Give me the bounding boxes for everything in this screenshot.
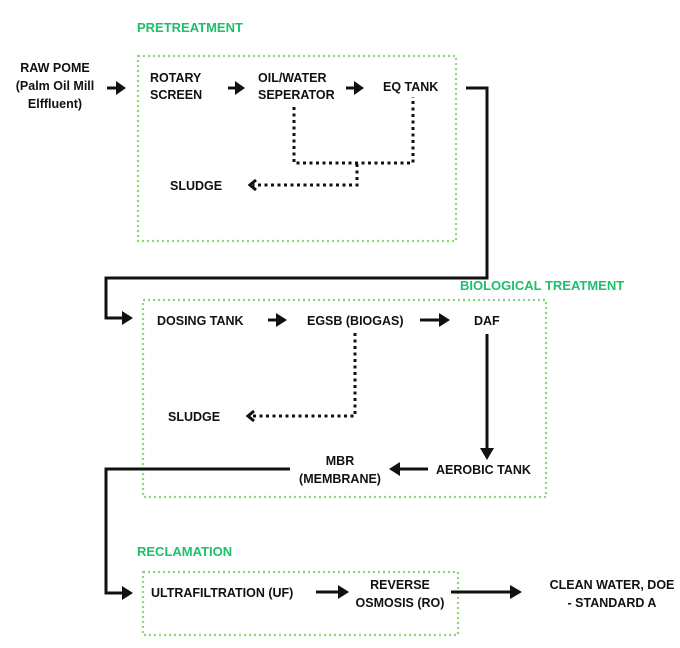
edge-egsb-to-sludge [245, 333, 357, 423]
edge-rotary-screen-to-oil-water-separator [228, 81, 245, 95]
arrowhead-down-icon [480, 448, 494, 460]
node-daf: DAF [474, 314, 500, 328]
node-sludge-biological: SLUDGE [168, 410, 220, 424]
edge-daf-to-aerobic-tank [480, 334, 494, 460]
node-raw-pome-line3: Elffluent) [28, 97, 82, 111]
node-eq-tank-label: EQ TANK [383, 80, 438, 94]
node-egsb-biogas: EGSB (BIOGAS) [307, 314, 404, 328]
edge-eq-tank-to-dosing-tank [104, 86, 489, 325]
node-rotary-screen: ROTARY SCREEN [150, 71, 202, 102]
stage-box-pretreatment [136, 54, 458, 243]
arrowhead-right-icon [354, 81, 364, 95]
node-clean-water-line2: - STANDARD A [568, 596, 657, 610]
arrowhead-right-icon [439, 313, 450, 327]
node-eq-tank: EQ TANK [383, 80, 438, 94]
node-mbr-membrane: MBR (MEMBRANE) [299, 454, 381, 486]
edge-oil-water-separator-to-eq-tank [346, 81, 364, 95]
arrowhead-left-open-icon [247, 178, 257, 192]
stage-box-biological-treatment [141, 298, 548, 499]
stage-title-biological-treatment: BIOLOGICAL TREATMENT [460, 278, 624, 293]
edge-mbr-to-ultrafiltration [104, 467, 290, 600]
arrowhead-right-icon [235, 81, 245, 95]
stage-biological-treatment: BIOLOGICAL TREATMENT [141, 278, 624, 499]
node-dosing-tank: DOSING TANK [157, 314, 244, 328]
edge-reverse-osmosis-to-clean-water [451, 585, 522, 599]
node-raw-pome: RAW POME (Palm Oil Mill Elffluent) [16, 61, 95, 111]
node-oil-water-separator: OIL/WATER SEPERATOR [258, 71, 335, 102]
node-rotary-screen-line2: SCREEN [150, 88, 202, 102]
sludge-discharge-line [253, 164, 359, 187]
node-rotary-screen-line1: ROTARY [150, 71, 202, 85]
arrowhead-right-icon [116, 81, 126, 95]
edge-pretreatment-to-sludge [247, 97, 415, 192]
node-egsb-biogas-label: EGSB (BIOGAS) [307, 314, 404, 328]
node-ultrafiltration-label: ULTRAFILTRATION (UF) [151, 586, 293, 600]
node-oil-water-separator-line1: OIL/WATER [258, 71, 327, 85]
arrowhead-right-icon [122, 586, 133, 600]
arrowhead-right-icon [338, 585, 349, 599]
arrowhead-left-open-icon [245, 409, 255, 423]
stage-title-pretreatment: PRETREATMENT [137, 20, 243, 35]
arrowhead-left-icon [389, 462, 400, 476]
node-dosing-tank-label: DOSING TANK [157, 314, 244, 328]
stage-box-reclamation [141, 570, 460, 637]
stage-pretreatment: PRETREATMENT [136, 20, 458, 243]
sludge-discharge-line [251, 333, 357, 418]
node-sludge-pretreatment: SLUDGE [170, 179, 222, 193]
node-aerobic-tank-label: AEROBIC TANK [436, 463, 531, 477]
edge-line [104, 86, 489, 320]
node-sludge-biological-label: SLUDGE [168, 410, 220, 424]
arrowhead-right-icon [510, 585, 522, 599]
edge-raw-pome-to-rotary-screen [107, 81, 126, 95]
arrowhead-right-icon [276, 313, 287, 327]
sludge-collector-line [292, 97, 415, 165]
node-daf-label: DAF [474, 314, 500, 328]
node-raw-pome-line1: RAW POME [20, 61, 89, 75]
node-aerobic-tank: AEROBIC TANK [436, 463, 531, 477]
node-sludge-pretreatment-label: SLUDGE [170, 179, 222, 193]
node-ultrafiltration: ULTRAFILTRATION (UF) [151, 586, 293, 600]
node-clean-water-line1: CLEAN WATER, DOE [550, 578, 675, 592]
node-reverse-osmosis-line1: REVERSE [370, 578, 430, 592]
node-reverse-osmosis-line2: OSMOSIS (RO) [356, 596, 445, 610]
node-clean-water: CLEAN WATER, DOE - STANDARD A [550, 578, 675, 610]
edge-aerobic-tank-to-mbr [389, 462, 428, 476]
node-mbr-line1: MBR [326, 454, 354, 468]
edge-dosing-tank-to-egsb [268, 313, 287, 327]
edge-egsb-to-daf [420, 313, 450, 327]
arrowhead-right-icon [122, 311, 133, 325]
edge-line [104, 467, 290, 595]
stage-title-reclamation: RECLAMATION [137, 544, 232, 559]
node-oil-water-separator-line2: SEPERATOR [258, 88, 335, 102]
stage-reclamation: RECLAMATION [137, 544, 460, 637]
node-mbr-line2: (MEMBRANE) [299, 472, 381, 486]
node-reverse-osmosis: REVERSE OSMOSIS (RO) [356, 578, 445, 610]
node-raw-pome-line2: (Palm Oil Mill [16, 79, 95, 93]
edge-ultrafiltration-to-reverse-osmosis [316, 585, 349, 599]
